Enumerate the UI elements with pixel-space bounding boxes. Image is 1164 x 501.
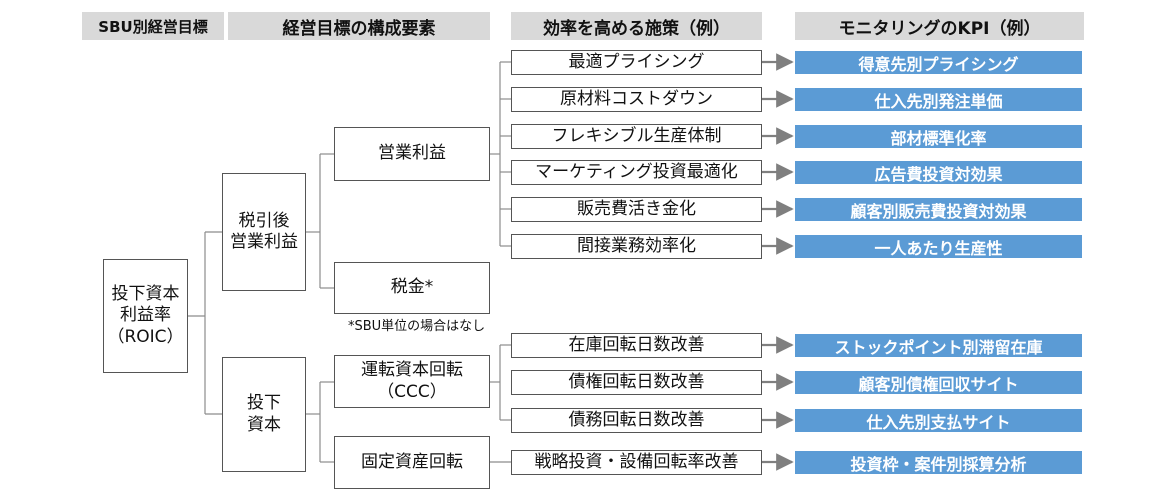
tax-box: 税金*: [334, 262, 490, 314]
measure-box: マーケティング投資最適化: [511, 160, 762, 185]
kpi-box: 得意先別プライシング: [795, 51, 1082, 74]
after-tax-operating-profit-box: 税引後 営業利益: [222, 173, 306, 291]
measure-box: 債務回転日数改善: [511, 408, 762, 433]
measure-box: 最適プライシング: [511, 50, 762, 75]
kpi-box: ストックポイント別滞留在庫: [795, 334, 1082, 357]
kpi-box: 部材標準化率: [795, 125, 1082, 148]
invested-capital-box: 投下 資本: [222, 357, 306, 472]
measure-box: 間接業務効率化: [511, 234, 762, 259]
measure-box: 在庫回転日数改善: [511, 333, 762, 358]
roic-box: 投下資本 利益率 （ROIC）: [103, 259, 188, 373]
measure-box: 販売費活き金化: [511, 197, 762, 222]
kpi-box: 顧客別販売費投資対効果: [795, 198, 1082, 221]
kpi-box: 一人あたり生産性: [795, 235, 1082, 258]
kpi-box: 仕入先別支払サイト: [795, 409, 1082, 432]
operating-profit-box: 営業利益: [334, 127, 490, 181]
header-sbu-goal: SBU別経営目標: [82, 12, 224, 40]
measure-box: 債権回転日数改善: [511, 370, 762, 395]
measure-box: 戦略投資・設備回転率改善: [511, 450, 762, 475]
header-measures: 効率を高める施策（例）: [511, 12, 762, 40]
kpi-box: 仕入先別発注単価: [795, 88, 1082, 111]
kpi-box: 顧客別債権回収サイト: [795, 371, 1082, 394]
measure-box: 原材料コストダウン: [511, 87, 762, 112]
header-kpi: モニタリングのKPI（例）: [795, 12, 1084, 40]
kpi-box: 広告費投資対効果: [795, 161, 1082, 184]
working-capital-turnover-box: 運転資本回転 （CCC）: [334, 355, 490, 408]
fixed-asset-turnover-box: 固定資産回転: [334, 436, 490, 489]
kpi-box: 投資枠・案件別採算分析: [795, 451, 1082, 474]
header-components: 経営目標の構成要素: [228, 12, 490, 40]
tax-note: *SBU単位の場合はなし: [348, 319, 486, 334]
measure-box: フレキシブル生産体制: [511, 124, 762, 149]
